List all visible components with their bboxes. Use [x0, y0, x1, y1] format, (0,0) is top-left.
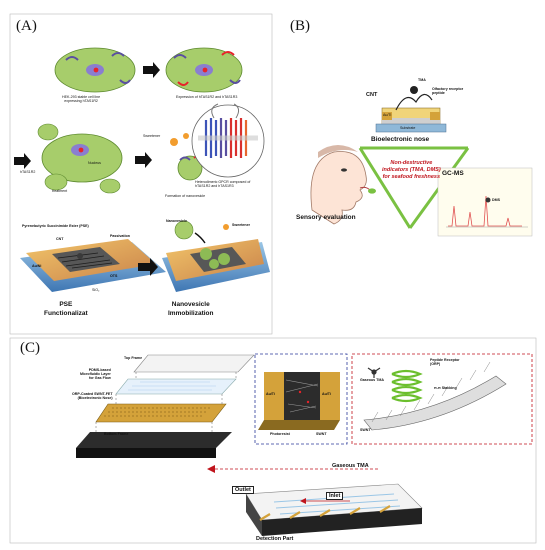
cell-3	[37, 123, 123, 194]
zoom-box-fet	[254, 353, 348, 445]
dms-label: DMS	[492, 198, 500, 202]
ots-label-a: OTS	[110, 274, 118, 278]
device-assembled	[245, 483, 423, 536]
chip-icon	[20, 239, 166, 292]
au-label-a: Au/Ni	[32, 264, 42, 268]
orp-label: ORP-Coated SWNT-FET (Bioelectronic Nose)	[72, 392, 113, 400]
gcms-chart	[437, 167, 533, 237]
gaseous-tma-label: Gaseous TMA	[360, 378, 384, 382]
au-label-b: Au/Ti	[383, 113, 392, 117]
cnt-label-a: CNT	[56, 237, 64, 241]
swnt-label-c: SWNT	[316, 432, 327, 436]
detection-part-label: Detection Part	[256, 536, 294, 542]
gaseous-tma-2-label: Gaseous TMA	[332, 463, 369, 469]
photoresist-label: Photoresist	[270, 432, 290, 436]
bioelectronic-nose-caption: Bioelectronic nose	[371, 136, 430, 143]
cell-1	[54, 47, 136, 93]
tma-molecule-icon	[367, 367, 381, 378]
indicator-text: Non-destructive indicators (TMA, DMS) fo…	[382, 160, 441, 180]
nanovesicle-formation-label: Formation of nanovesicle	[165, 194, 206, 198]
sensory-caption: Sensory evaluation	[296, 214, 356, 221]
step1-caption: PSE Functionalizat	[44, 301, 88, 317]
passivation-label: Passivation	[110, 234, 130, 238]
arrow-left-icon	[207, 465, 380, 473]
au-left-label: Au/Ti	[266, 392, 275, 396]
panel-c-tag: (C)	[20, 340, 40, 356]
au-right-label: Au/Ti	[322, 392, 331, 396]
face-icon	[310, 145, 376, 225]
panel-a-frame	[9, 13, 273, 335]
nanotube-icon	[363, 361, 507, 431]
gcms-caption: GC-MS	[442, 170, 464, 177]
sweetener2-label: Sweetener	[232, 223, 250, 227]
device-exploded	[76, 354, 255, 458]
panel-a-tag: (A)	[16, 18, 37, 34]
chip-icon	[162, 220, 270, 292]
pdms-label: PDMS-based Microfluidic Layer for Gas Fl…	[80, 368, 111, 380]
peptide-receptor-label: Peptide Receptor (ORP)	[430, 358, 460, 366]
panel-b-tag: (B)	[290, 18, 310, 34]
olfactory-receptor-label: Olfactory receptor peptide	[432, 87, 464, 95]
pse-label: Pyrenebutyric Succinimide Ester (PSE)	[22, 224, 89, 228]
zoom-box-molecule	[351, 353, 533, 445]
substrate-label: Substrate	[400, 126, 416, 130]
arrow-right-icon	[138, 258, 158, 276]
treatment-label: treatment	[52, 189, 68, 193]
stacking-label: π-π Stacking	[434, 386, 457, 390]
arrow-down-icon	[194, 232, 206, 244]
inlet-label: Inlet	[326, 492, 344, 500]
cell1-caption: HEK-293 stable cell line expressing hTAS…	[62, 95, 101, 103]
nanovesicle-icon	[170, 133, 205, 181]
chip-icon	[375, 86, 447, 133]
swnt2-label: SWNT	[360, 428, 371, 432]
sweetener-label: Sweetener	[143, 134, 161, 138]
arrow-right-icon	[135, 152, 152, 168]
helix-icon	[391, 369, 423, 403]
cell-2	[165, 47, 243, 93]
chip-icon	[258, 372, 340, 430]
panel-c-frame	[9, 337, 537, 544]
arrow-right-icon	[143, 62, 160, 78]
top-frame-label: Top Frame	[124, 356, 143, 360]
outlet-label: Outlet	[232, 486, 254, 494]
sio2-label-a: SiO₂	[92, 288, 100, 292]
cnt-label-b: CNT	[366, 92, 378, 98]
gpcr-caption: Heterodimeric GPCR composed of hTAS1R2 a…	[195, 180, 251, 188]
receptor-icon	[191, 103, 265, 178]
arrow-right-icon	[14, 153, 31, 169]
ots-label-c: OTS	[296, 366, 304, 370]
bottom-frame-label: Bottom Frame	[104, 432, 129, 436]
nucleus-label: Nucleus	[88, 161, 101, 165]
step2-caption: Nanovesicle Immobilization	[168, 301, 214, 317]
cell2-caption: Expression of hTAS1R2 and hTAS1R3	[176, 95, 238, 99]
tma-label-b: TMA	[418, 78, 426, 82]
receptor-label: hTAS1R2	[20, 170, 36, 174]
nanovesicle-label: Nanovesicle	[166, 219, 187, 223]
